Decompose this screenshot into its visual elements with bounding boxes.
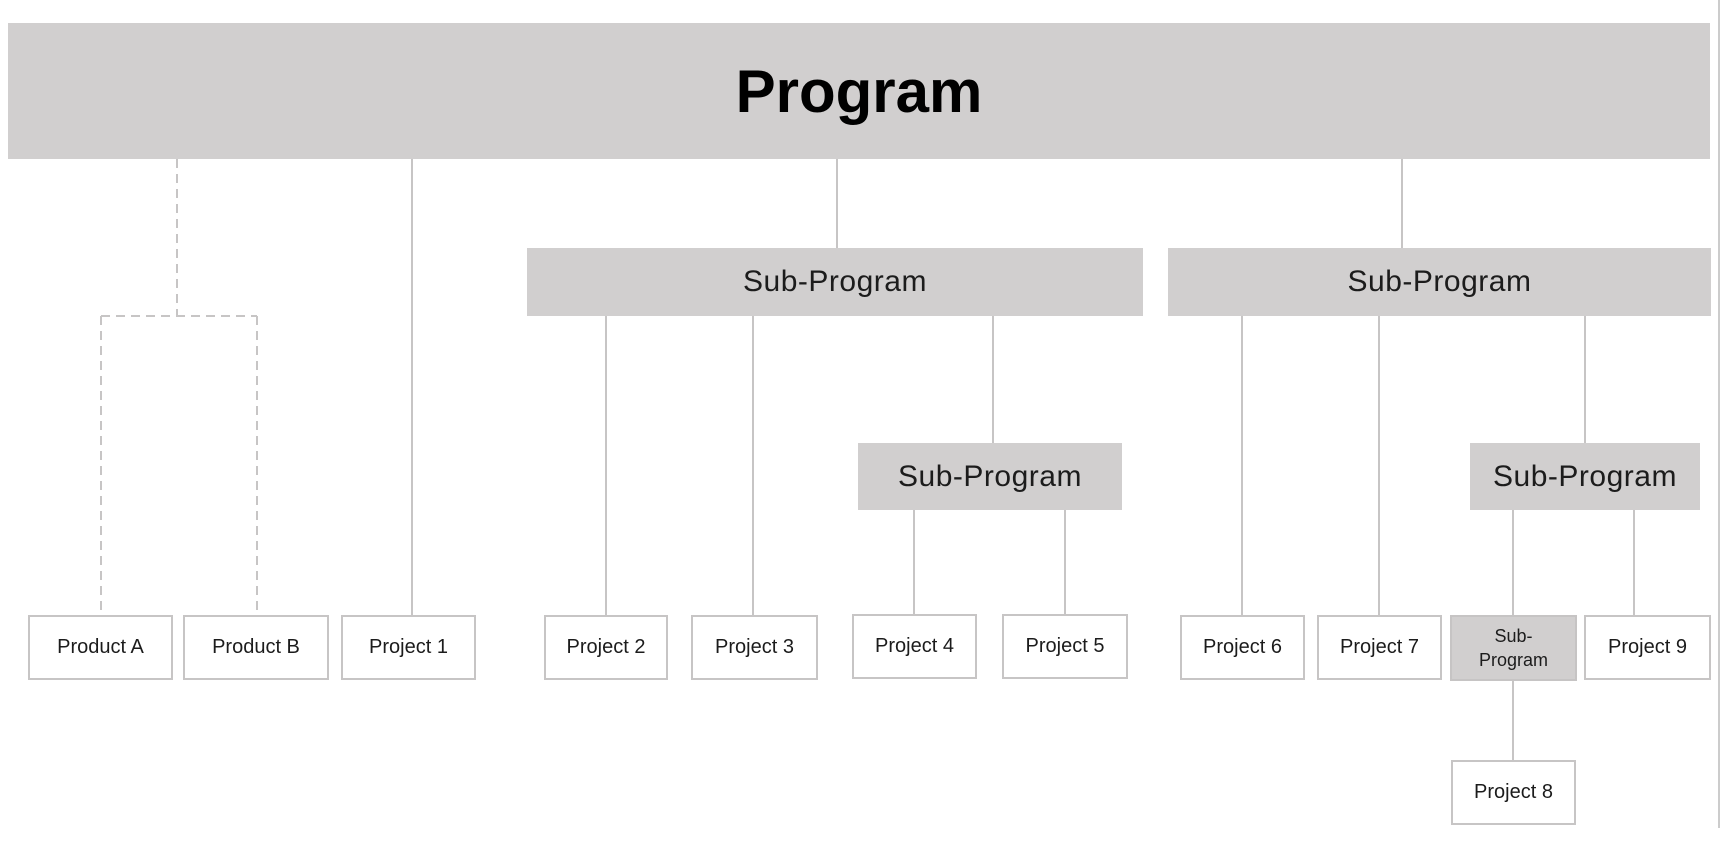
node-program[interactable]: Program [8, 23, 1710, 159]
node-sub-program-right[interactable]: Sub-Program [1168, 248, 1711, 316]
node-project-9[interactable]: Project 9 [1584, 615, 1711, 680]
node-label: Sub-Program [1478, 625, 1549, 670]
node-sub-program-mid[interactable]: Sub-Program [527, 248, 1143, 316]
node-sub-program-small[interactable]: Sub-Program [1450, 615, 1577, 681]
node-project-5[interactable]: Project 5 [1002, 614, 1128, 679]
node-sub-program-mid-inner[interactable]: Sub-Program [858, 443, 1122, 510]
node-project-3[interactable]: Project 3 [691, 615, 818, 680]
node-sub-program-right-inner[interactable]: Sub-Program [1470, 443, 1700, 510]
node-product-b[interactable]: Product B [183, 615, 329, 680]
node-project-6[interactable]: Project 6 [1180, 615, 1305, 680]
node-project-4[interactable]: Project 4 [852, 614, 977, 679]
node-project-8[interactable]: Project 8 [1451, 760, 1576, 825]
node-project-2[interactable]: Project 2 [544, 615, 668, 680]
node-project-1[interactable]: Project 1 [341, 615, 476, 680]
node-product-a[interactable]: Product A [28, 615, 173, 680]
node-project-7[interactable]: Project 7 [1317, 615, 1442, 680]
